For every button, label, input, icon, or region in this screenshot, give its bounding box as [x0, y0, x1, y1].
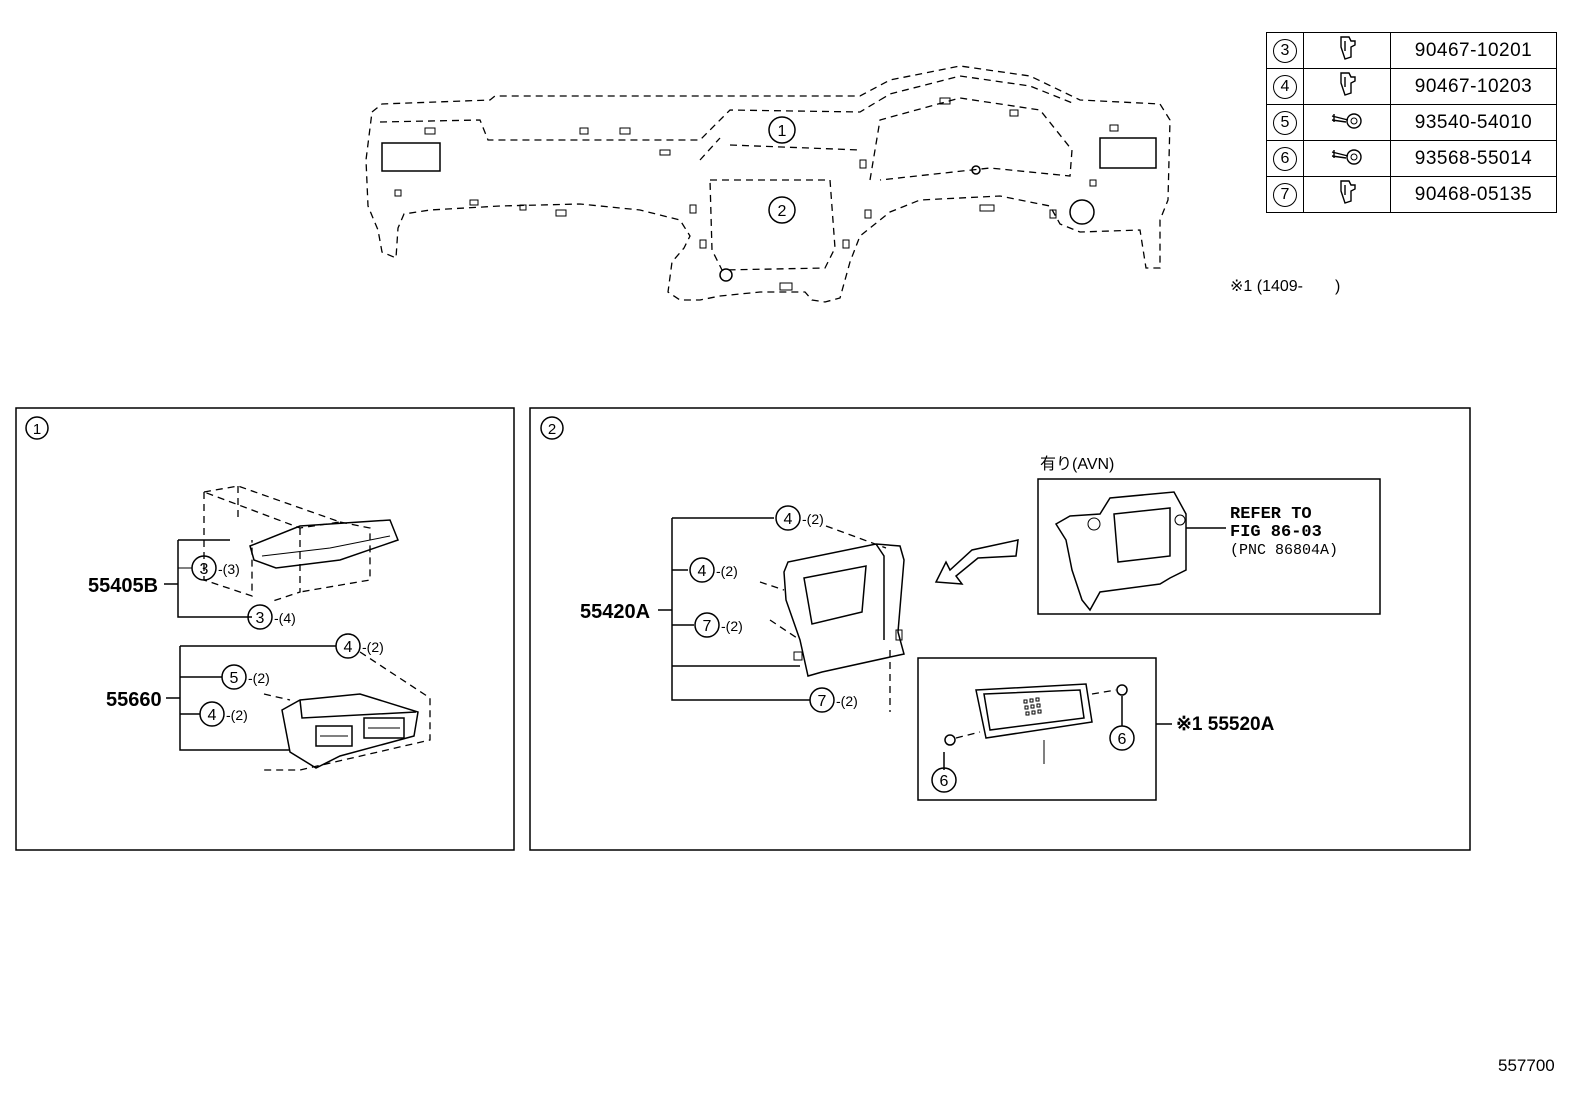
- overview-callout-1: 1: [778, 123, 787, 140]
- hardware-part-number: 90467-10203: [1390, 68, 1557, 105]
- refer-line-1: REFER TO: [1230, 505, 1312, 524]
- hardware-row: 6 93568-55014: [1266, 140, 1557, 177]
- svg-text:-(2): -(2): [248, 670, 270, 686]
- hardware-part-number: 93540-54010: [1390, 104, 1557, 141]
- hardware-row: 7 90468-05135: [1266, 176, 1557, 213]
- refer-line-2: FIG 86-03: [1230, 523, 1322, 542]
- svg-text:4: 4: [344, 639, 353, 656]
- date-note: ※1 (1409- ): [1230, 278, 1341, 295]
- svg-text:4: 4: [698, 563, 707, 580]
- svg-text:7: 7: [818, 693, 827, 710]
- clip-icon: [1335, 36, 1359, 65]
- refer-line-3: (PNC 86804A): [1230, 542, 1338, 559]
- hardware-row: 3 90467-10201: [1266, 32, 1557, 69]
- screw-icon: [1330, 113, 1364, 134]
- part-number-55405b: 55405B: [88, 575, 158, 597]
- part-number-55520a: ※1 55520A: [1176, 714, 1275, 735]
- detail-panel-2: 2 4 -(2) 4 -(2) 7 -(2) 7 -(2) 55420A 有り(…: [529, 407, 1471, 851]
- hardware-ref: 4: [1273, 74, 1297, 99]
- hardware-part-number: 90467-10201: [1390, 32, 1557, 69]
- panel-2-label: 2: [548, 421, 556, 438]
- avn-label: 有り(AVN): [1040, 455, 1114, 473]
- svg-text:3: 3: [200, 561, 209, 578]
- hardware-ref: 3: [1273, 38, 1297, 63]
- clip-icon: [1335, 180, 1359, 209]
- hardware-table: 3 90467-10201 4 90467-10203 5 93540-54010 6 935…: [1266, 32, 1557, 213]
- screw-callout-a: 6: [940, 773, 949, 790]
- svg-text:-(2): -(2): [721, 618, 743, 634]
- svg-text:-(2): -(2): [362, 639, 384, 655]
- hardware-part-number: 90468-05135: [1390, 176, 1557, 213]
- figure-number: 557700: [1498, 1056, 1555, 1075]
- screw-icon: [1330, 149, 1364, 170]
- panel-1-label: 1: [33, 421, 41, 438]
- svg-text:5: 5: [230, 670, 239, 687]
- svg-text:-(2): -(2): [226, 707, 248, 723]
- svg-text:3: 3: [256, 610, 265, 627]
- part-number-55420a: 55420A: [580, 601, 650, 623]
- clip-icon: [1335, 72, 1359, 101]
- hardware-ref: 5: [1273, 110, 1297, 135]
- hardware-row: 5 93540-54010: [1266, 104, 1557, 141]
- svg-text:4: 4: [208, 707, 217, 724]
- svg-text:7: 7: [703, 618, 712, 635]
- svg-text:-(2): -(2): [716, 563, 738, 579]
- detail-panel-1: 1 3 -(3) 3 -(4) 55405B 4 -(2) 5 -(2) 4 -…: [15, 407, 515, 851]
- svg-text:-(2): -(2): [802, 511, 824, 527]
- overview-callout-2: 2: [778, 203, 787, 220]
- screw-callout-b: 6: [1118, 731, 1127, 748]
- svg-text:-(3): -(3): [218, 561, 240, 577]
- instrument-panel-overview: 1 2: [365, 65, 1171, 303]
- hardware-part-number: 93568-55014: [1390, 140, 1557, 177]
- svg-text:4: 4: [784, 511, 793, 528]
- hardware-ref: 7: [1273, 182, 1297, 207]
- svg-text:-(2): -(2): [836, 693, 858, 709]
- part-number-55660: 55660: [106, 689, 162, 711]
- hardware-ref: 6: [1273, 146, 1297, 171]
- hardware-row: 4 90467-10203: [1266, 68, 1557, 105]
- svg-text:-(4): -(4): [274, 610, 296, 626]
